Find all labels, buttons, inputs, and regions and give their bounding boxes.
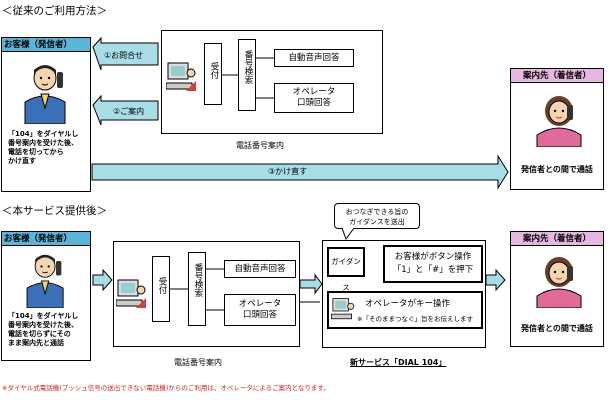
reception-label: 受付 [209, 62, 219, 79]
note-line: 電話を切ってから [8, 148, 64, 156]
caller-phone-person-icon [24, 65, 66, 124]
caller-title: お客様（発信者） [2, 232, 90, 246]
arrow-caller-to-center [92, 268, 113, 292]
operator-label: オペレータ 口頭回答 [275, 84, 353, 109]
center-label-new: 電話番号案内 [174, 358, 222, 367]
operator-line: オペレータ [238, 299, 282, 309]
receiver-panel-new: 案内先（着信者） 発信者との間で通話 [510, 231, 604, 347]
number-search-box: 番号検索 [238, 39, 256, 111]
dial104-service-frame: ガイダンス お客様がボタン操作 「1」と「#」を押下 オペレータがキー操作 ※「… [322, 240, 486, 348]
receiver-title: 案内先（着信者） [511, 232, 603, 246]
number-guide-center-old: 受付 番号検索 自動音声回答 オペレータ 口頭回答 [161, 30, 383, 134]
button-operation-text: お客様がボタン操作 「1」と「#」を押下 [385, 247, 481, 277]
note-line: 番号案内を受けた後、 [8, 139, 78, 147]
reception-label: 受付 [157, 277, 167, 294]
caller-panel-old: お客様（発信者） 「104」をダイヤルし 番号案内を受けた後、 電話を切ってから… [1, 37, 91, 192]
number-guide-center-new: 受付 番号検索 自動音声回答 オペレータ 口頭回答 [113, 241, 300, 347]
note-line: 「104」をダイヤルし [8, 130, 79, 138]
auto-voice-box: 自動音声回答 [224, 260, 296, 278]
flow-connectors-old [222, 57, 274, 99]
receiver-title: 案内先（着信者） [511, 69, 603, 83]
service-label: 新サービス「DIAL 104」 [350, 358, 447, 367]
receiver-panel-old: 案内先（着信者） 発信者との間で通話 [510, 68, 604, 190]
operator-line: オペレータ [292, 87, 336, 97]
arrow-service-to-receiver [485, 268, 506, 292]
operator-line: 口頭回答 [242, 310, 277, 320]
guidance-box: ガイダンス [327, 247, 365, 292]
operator-label: オペレータ 口頭回答 [225, 295, 295, 321]
bubble-text: おつなぎできる旨の ガイダンスを送出 [335, 204, 419, 227]
button-op-line: お客様がボタン操作 [394, 252, 472, 262]
note-line: まま案内先と通話 [8, 339, 64, 347]
reception-box: 受付 [204, 43, 222, 105]
operator-computer-icon [166, 62, 196, 91]
arrow-guidance [92, 94, 159, 126]
number-search-label: 番号検索 [243, 50, 253, 84]
arrow-label-inquiry: ①お問合せ [104, 51, 144, 60]
caller-title: お客様（発信者） [2, 38, 90, 52]
receiver-caption: 発信者との間で通話 [521, 165, 593, 174]
arrows-new [92, 266, 506, 303]
operator-box: オペレータ 口頭回答 [274, 83, 354, 113]
footnote: ※ダイヤル式電話機(プッシュ信号の送出できない電話機)からのご利用は、オペレータ… [2, 384, 330, 392]
caller-note-old: 「104」をダイヤルし 番号案内を受けた後、 電話を切ってから かけ直す [8, 130, 78, 166]
number-search-label: 番号検索 [193, 263, 203, 297]
bubble-tail-icon [341, 228, 355, 240]
note-line: かけ直す [8, 157, 36, 165]
operator-key-label: オペレータがキー操作 [365, 299, 451, 309]
operator-key-box: オペレータがキー操作 ※「そのままつなぐ」旨をお伝えします [327, 291, 483, 329]
arrow-inquiry [92, 36, 159, 71]
center-label-old: 電話番号案内 [236, 141, 284, 150]
caller-panel-new: お客様（発信者） 「104」をダイヤルし 番号案内を受けた後、 電話を切らずにそ… [1, 231, 91, 361]
flow-connectors-new [170, 268, 224, 311]
auto-voice-label: 自動音声回答 [234, 264, 286, 274]
receiver-phone-person-icon [536, 96, 582, 147]
reception-box: 受付 [152, 256, 170, 322]
guidance-label: ガイダンス [331, 257, 361, 292]
auto-voice-box: 自動音声回答 [274, 49, 354, 67]
number-search-box: 番号検索 [188, 252, 206, 326]
caller-note-new: 「104」をダイヤルし 番号案内を受けた後、 電話を切らずにその まま案内先と通… [8, 312, 78, 348]
note-line: 電話を切らずにその [8, 330, 71, 338]
caller-phone-person-icon [26, 254, 64, 308]
arrow-center-to-service [299, 273, 323, 295]
section-title-new: ＜本サービス提供後＞ [2, 205, 107, 217]
section-title-old: ＜従来のご利用方法＞ [2, 5, 107, 17]
receiver-phone-person-icon [536, 257, 582, 308]
button-op-line: 「1」と「#」を押下 [392, 265, 474, 275]
operator-line: 口頭回答 [296, 98, 331, 108]
operator-computer-icon [116, 279, 146, 308]
note-line: 番号案内を受けた後、 [8, 321, 78, 329]
operator-key-note: ※「そのままつなぐ」旨をお伝えします [357, 315, 473, 323]
operator-box: オペレータ 口頭回答 [224, 294, 296, 326]
bubble-line: おつなぎできる旨の [345, 208, 409, 216]
operator-computer-icon [331, 298, 355, 320]
bubble-line: ガイダンスを送出 [349, 218, 405, 226]
button-operation-box: お客様がボタン操作 「1」と「#」を押下 [383, 245, 483, 283]
receiver-caption: 発信者との間で通話 [521, 324, 593, 333]
arrow-label-guidance: ②ご案内 [113, 107, 145, 116]
guidance-bubble: おつなぎできる旨の ガイダンスを送出 [334, 203, 420, 229]
arrow-recall [91, 154, 509, 190]
arrows-old [91, 36, 509, 190]
arrow-label-recall: ③かけ直す [268, 167, 308, 176]
auto-voice-label: 自動音声回答 [288, 53, 340, 63]
note-line: 「104」をダイヤルし [8, 312, 79, 320]
